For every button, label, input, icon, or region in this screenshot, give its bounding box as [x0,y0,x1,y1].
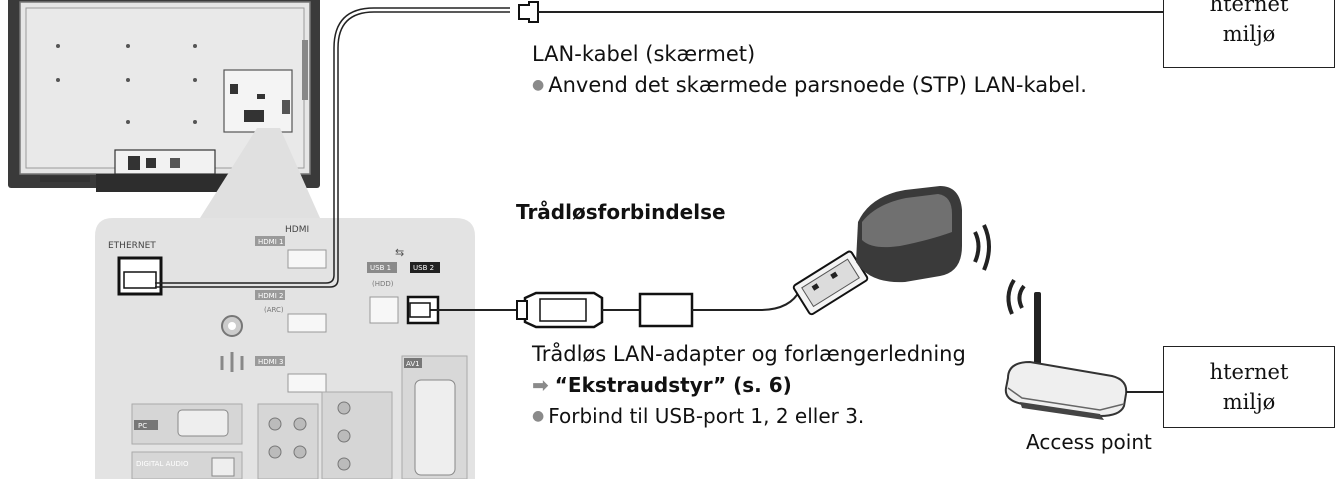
adapter-label: Trådløs LAN-adapter og forlængerledning [532,342,966,366]
svg-text:AV1: AV1 [406,360,420,368]
access-point-label: Access point [1026,430,1152,454]
extras-reference-text: “Ekstraudstyr” (s. 6) [554,373,792,397]
internet-top-line1: hternet [1209,0,1289,16]
svg-text:ETHERNET: ETHERNET [108,241,156,251]
wireless-lan-adapter [792,186,991,316]
bullet-icon: ● [532,408,545,424]
bullet-icon: ● [532,77,545,93]
lan-cable-label: LAN-kabel (skærmet) [532,42,756,66]
arrow-right-icon: ➡ [532,373,549,397]
usb-port-note: ●Forbind til USB-port 1, 2 eller 3. [532,404,864,428]
svg-text:HDMI: HDMI [285,225,309,235]
wireless-heading: Trådløsforbindelse [516,200,726,224]
svg-text:HDMI 1: HDMI 1 [258,238,283,246]
internet-top-line2: miljø [1222,22,1276,46]
internet-bottom-line1: hternet [1209,360,1289,384]
usb-port-note-text: Forbind til USB-port 1, 2 eller 3. [548,404,865,428]
svg-text:PC: PC [138,422,147,430]
extras-reference: ➡“Ekstraudstyr” (s. 6) [532,373,792,397]
access-point [1004,278,1163,420]
svg-text:HDMI 3: HDMI 3 [258,358,283,366]
lan-cable-note: ●Anvend det skærmede parsnoede (STP) LAN… [532,73,1087,97]
svg-text:(ARC): (ARC) [264,306,284,314]
usb-extension-cable [409,289,801,329]
svg-text:DIGITAL AUDIO: DIGITAL AUDIO [136,460,189,468]
internet-box-top: hternet miljø [1163,0,1335,68]
svg-text:(HDD): (HDD) [372,280,394,288]
lan-cable-note-text: Anvend det skærmede parsnoede (STP) LAN-… [548,73,1087,97]
svg-text:USB 1: USB 1 [370,264,391,272]
svg-text:USB 2: USB 2 [413,264,434,272]
svg-text:HDMI 2: HDMI 2 [258,292,283,300]
tv-terminal-panel: ETHERNET HDMI HDMI 1 HDMI 2 (ARC) HDMI 3… [95,218,475,479]
internet-box-bottom: hternet miljø [1163,346,1335,428]
svg-text:⇆: ⇆ [395,246,404,259]
internet-bottom-line2: miljø [1222,390,1276,414]
